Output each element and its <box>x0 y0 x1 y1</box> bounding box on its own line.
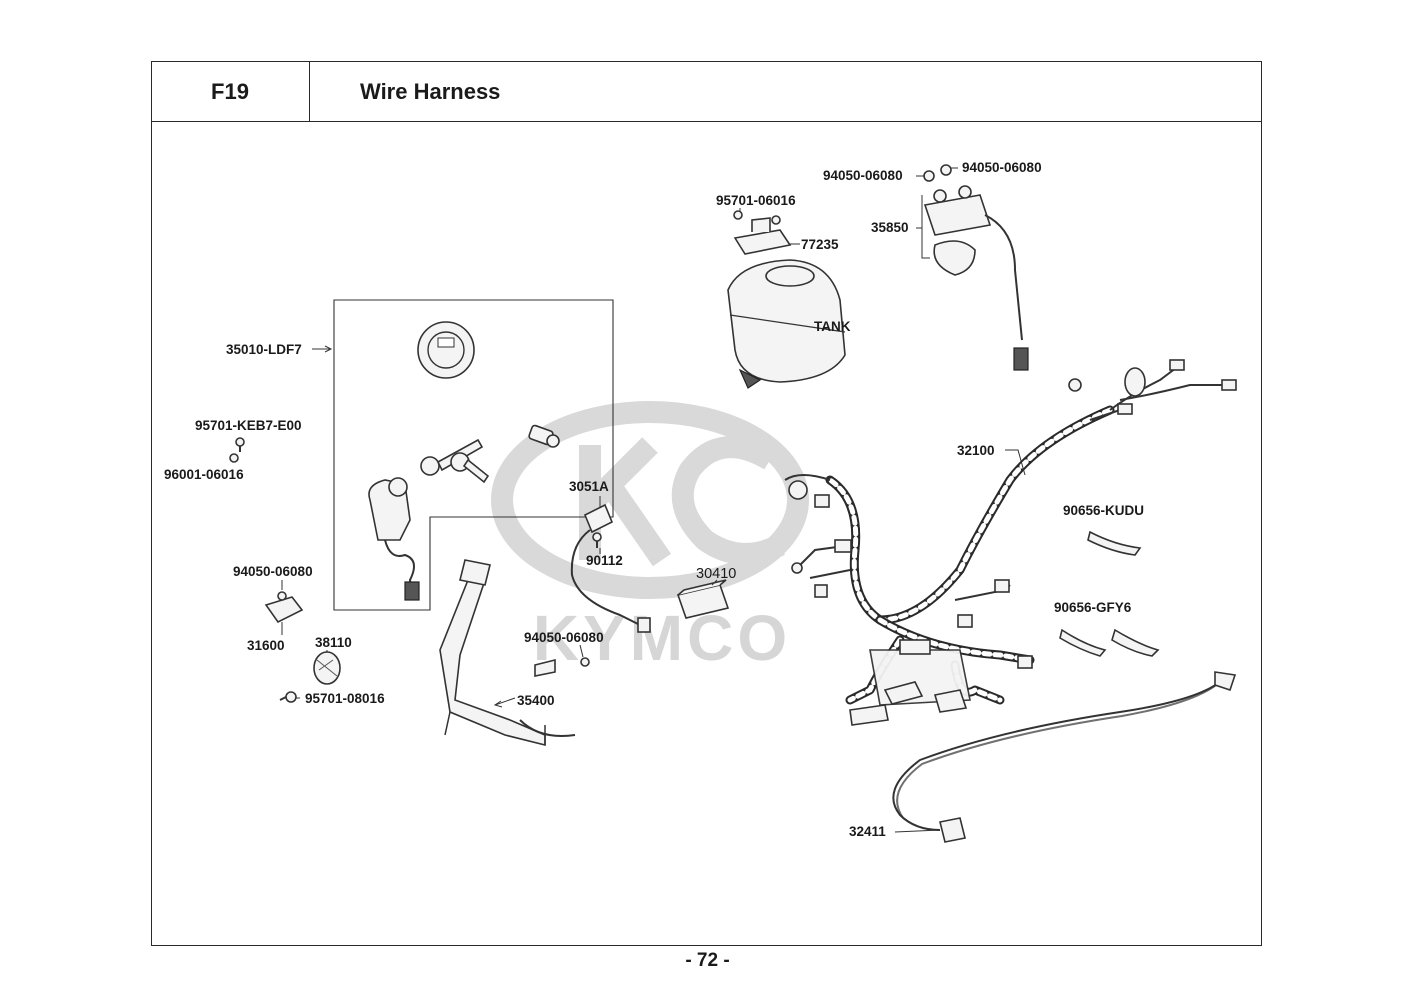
cover-38110 <box>313 651 341 685</box>
callout-tank: TANK <box>814 319 851 334</box>
lock-cylinder <box>528 424 560 448</box>
bolt-95701-08016 <box>279 691 297 703</box>
callout-94050-06080: 94050-06080 <box>962 160 1042 175</box>
callout-30410: 30410 <box>696 566 736 582</box>
callout-35400: 35400 <box>517 693 555 708</box>
battery-cable-32411 <box>892 671 1237 843</box>
diagram-frame <box>151 61 1262 946</box>
bracket-35400 <box>439 559 576 747</box>
screw-90112 <box>592 532 602 548</box>
callout-35010-ldf7: 35010-LDF7 <box>226 342 302 357</box>
fuel-tank <box>727 259 846 389</box>
sensor-3051a <box>570 503 651 633</box>
callout-90656-kudu: 90656-KUDU <box>1063 503 1144 518</box>
callout-90656-gfy6: 90656-GFY6 <box>1054 600 1132 615</box>
leader-lines <box>281 167 1026 833</box>
cdi-unit-30410 <box>676 579 730 619</box>
clip-35400 <box>534 658 556 677</box>
straps-90656-gfy6 <box>1059 628 1160 657</box>
ignition-cover-cap <box>417 321 475 379</box>
nuts-94050-06080-top <box>923 164 952 182</box>
section-title: Wire Harness <box>360 78 501 104</box>
starter-relay-35850 <box>923 185 1029 371</box>
page-number: - 72 - <box>685 950 730 971</box>
callout-labels: 94050-06080 94050-06080 95701-06016 7723… <box>164 160 1144 839</box>
main-wire-harness-32100 <box>784 359 1237 726</box>
callout-95701-08016: 95701-08016 <box>305 691 385 706</box>
callout-94050-06080: 94050-06080 <box>233 564 313 579</box>
callout-90112: 90112 <box>586 553 623 568</box>
ignition-keys <box>420 438 490 484</box>
callout-32411: 32411 <box>849 824 886 839</box>
callout-95701-06016: 95701-06016 <box>716 193 796 208</box>
ignition-set-box <box>333 299 614 611</box>
callout-94050-06080: 94050-06080 <box>524 630 604 645</box>
callout-32100: 32100 <box>957 443 995 458</box>
header-code-divider <box>309 61 310 122</box>
callout-94050-06080: 94050-06080 <box>823 168 903 183</box>
callout-3051a: 3051A <box>569 479 609 494</box>
strap-90656-kudu <box>1087 530 1142 556</box>
ignition-switch <box>368 477 420 601</box>
nut-94050-d <box>580 657 590 667</box>
watermark-brand: KYMCO <box>533 602 791 674</box>
header-divider <box>151 121 1262 122</box>
relay-31600 <box>264 591 304 624</box>
callout-38110: 38110 <box>315 635 352 650</box>
callout-31600: 31600 <box>247 638 285 653</box>
kymco-watermark: KYMCO <box>491 401 809 674</box>
callout-77235: 77235 <box>801 237 839 252</box>
bracket-77235 <box>733 210 792 255</box>
callout-35850: 35850 <box>871 220 909 235</box>
bolt-95701-keb7 <box>229 437 245 463</box>
callout-96001-06016: 96001-06016 <box>164 467 244 482</box>
section-code: F19 <box>211 78 249 104</box>
callout-95701-keb7-e00: 95701-KEB7-E00 <box>195 418 302 433</box>
